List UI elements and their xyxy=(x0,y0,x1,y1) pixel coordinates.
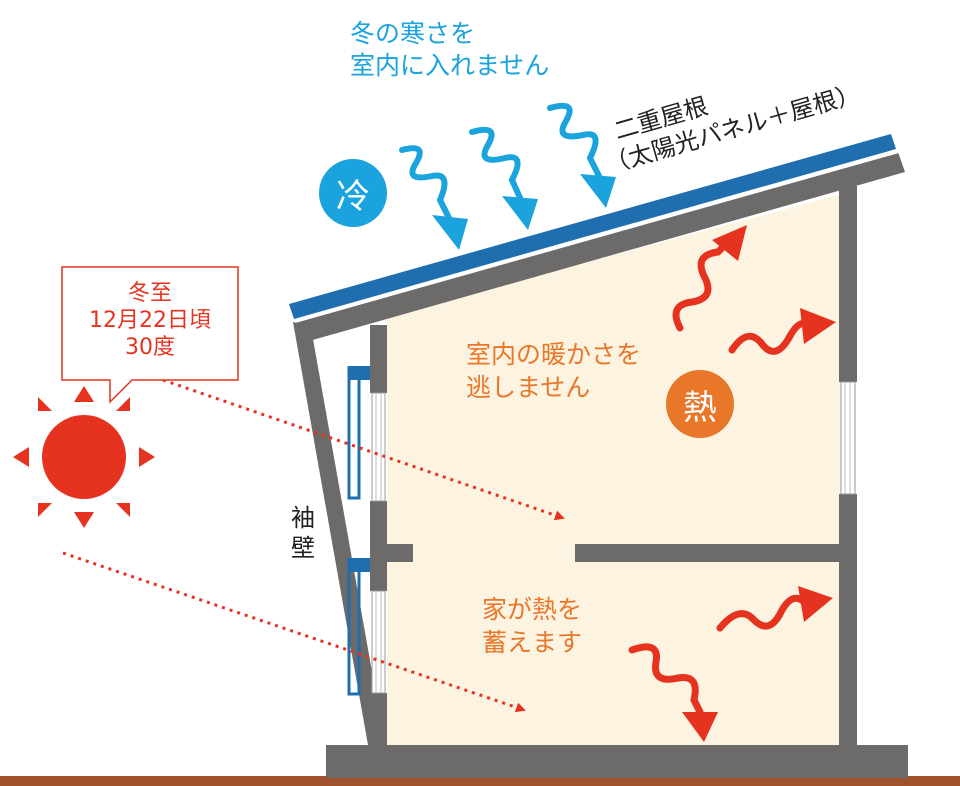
left-window-lower xyxy=(371,590,386,694)
cold-message-line-1: 冬の寒さを xyxy=(350,19,476,48)
heat-arrow-wall-upper xyxy=(728,308,836,355)
cold-message-line-2: 室内に入れません xyxy=(350,51,550,80)
interior-space xyxy=(387,194,842,745)
keep-warm-line-1: 室内の暖かさを xyxy=(466,340,642,369)
wing-wall-label: 袖 壁 xyxy=(291,503,315,563)
keep-warm-message: 室内の暖かさを 逃しません xyxy=(466,338,641,404)
right-wall-upper xyxy=(839,186,857,382)
right-window xyxy=(840,381,856,495)
right-wall-lower xyxy=(839,494,857,745)
window-shutter-upper-head xyxy=(348,366,370,380)
solstice-line-2: 12月22日頃 xyxy=(89,308,211,333)
roof-structure xyxy=(295,152,905,343)
heat-badge: 熱 xyxy=(666,370,734,438)
window-shutter-upper xyxy=(347,366,361,500)
left-wall-upper xyxy=(370,325,387,393)
store-heat-line-1: 家が熱を xyxy=(482,595,583,624)
solstice-line-3: 30度 xyxy=(125,335,175,360)
wing-wall xyxy=(293,322,385,745)
window-shutter-lower-head xyxy=(348,558,370,572)
store-heat-message: 家が熱を 蓄えます xyxy=(482,593,582,659)
left-wall-middle xyxy=(370,501,387,591)
cold-arrow-2 xyxy=(469,126,538,230)
left-window-upper xyxy=(371,392,386,502)
sun-ray-lower xyxy=(62,551,526,713)
cold-arrow-3 xyxy=(547,102,616,208)
cold-badge: 冷 xyxy=(319,159,387,227)
solstice-line-1: 冬至 xyxy=(127,281,172,306)
cold-message: 冬の寒さを 室内に入れません xyxy=(350,18,549,82)
cold-arrow-1 xyxy=(399,145,468,250)
sun-ray-upper xyxy=(162,378,565,521)
solar-panel xyxy=(289,134,896,319)
wing-wall-char-2: 壁 xyxy=(291,534,315,562)
store-heat-line-2: 蓄えます xyxy=(482,628,583,657)
keep-warm-line-2: 逃しません xyxy=(466,373,591,402)
heat-arrow-roof xyxy=(672,225,747,332)
foundation xyxy=(326,745,908,778)
sun-icon xyxy=(13,386,155,528)
floor-slab-left xyxy=(387,544,413,562)
winter-solstice-label: 冬至 12月22日頃 30度 xyxy=(62,280,238,361)
ground-line xyxy=(0,776,960,786)
floor-slab-right xyxy=(575,544,843,562)
heat-arrow-floor xyxy=(628,643,718,742)
left-wall-lower xyxy=(370,693,387,745)
solstice-callout-box xyxy=(61,266,239,404)
wing-wall-char-1: 袖 xyxy=(291,504,315,532)
heat-arrow-wall-lower xyxy=(716,586,833,632)
